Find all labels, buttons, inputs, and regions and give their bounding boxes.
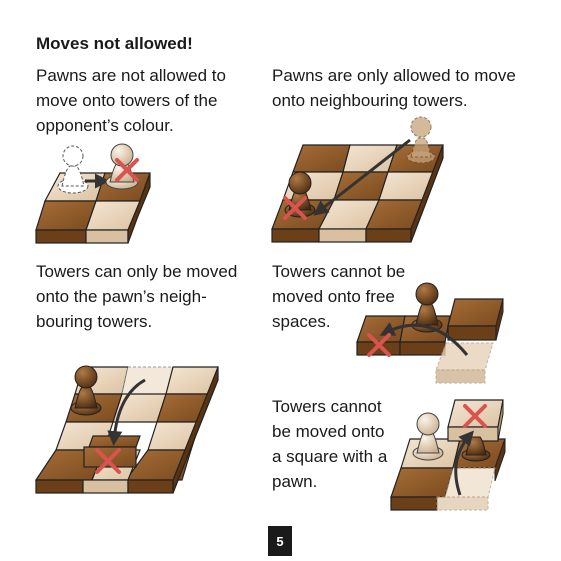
cross-icon — [95, 448, 121, 474]
figure-3-board — [34, 366, 219, 494]
page-number: 5 — [268, 526, 292, 556]
rule-4-text: Towers cannot be moved onto free spaces. — [272, 259, 405, 334]
light-pawn-icon — [105, 143, 139, 190]
arrow-icon — [313, 138, 411, 216]
rule-line: Towers cannot — [272, 397, 382, 416]
light-pawn-icon — [412, 412, 444, 461]
arrow-icon — [379, 322, 469, 356]
rule-1-text: Pawns are not allowed to move onto tower… — [36, 63, 226, 138]
rule-line: pawn. — [272, 472, 318, 491]
rule-line: move onto towers of the — [36, 91, 218, 110]
rule-line: a square with a — [272, 447, 388, 466]
rule-line: onto the pawn’s neigh- — [36, 287, 207, 306]
cross-icon — [115, 158, 139, 182]
ghost-dark-pawn-icon — [406, 116, 436, 164]
rule-line: Towers cannot be — [272, 262, 406, 281]
arrow-icon — [107, 378, 146, 446]
cross-icon — [463, 404, 487, 428]
page-title: Moves not allowed! — [36, 34, 193, 53]
rule-line: onto neighbouring towers. — [272, 91, 468, 110]
rule-line: spaces. — [272, 312, 331, 331]
rule-line: moved onto free — [272, 287, 395, 306]
rule-line: Pawns are not allowed to — [36, 66, 226, 85]
rule-3-text: Towers can only be moved onto the pawn’s… — [36, 259, 237, 334]
rule-line: opponent’s colour. — [36, 116, 174, 135]
dark-pawn-icon — [461, 436, 491, 462]
rule-2-text: Pawns are only allowed to move onto neig… — [272, 63, 516, 113]
ghost-pawn-icon — [57, 145, 89, 194]
dark-pawn-icon — [284, 171, 316, 218]
rule-5-text: Towers cannot be moved onto a square wit… — [272, 394, 387, 494]
rule-line: bouring towers. — [36, 312, 153, 331]
dark-pawn-icon — [70, 365, 102, 416]
arrow-icon — [454, 430, 474, 496]
rule-line: Pawns are only allowed to move — [272, 66, 516, 85]
rule-line: be moved onto — [272, 422, 385, 441]
cross-icon — [283, 196, 307, 220]
rule-line: Towers can only be moved — [36, 262, 238, 281]
cross-icon — [367, 333, 391, 357]
